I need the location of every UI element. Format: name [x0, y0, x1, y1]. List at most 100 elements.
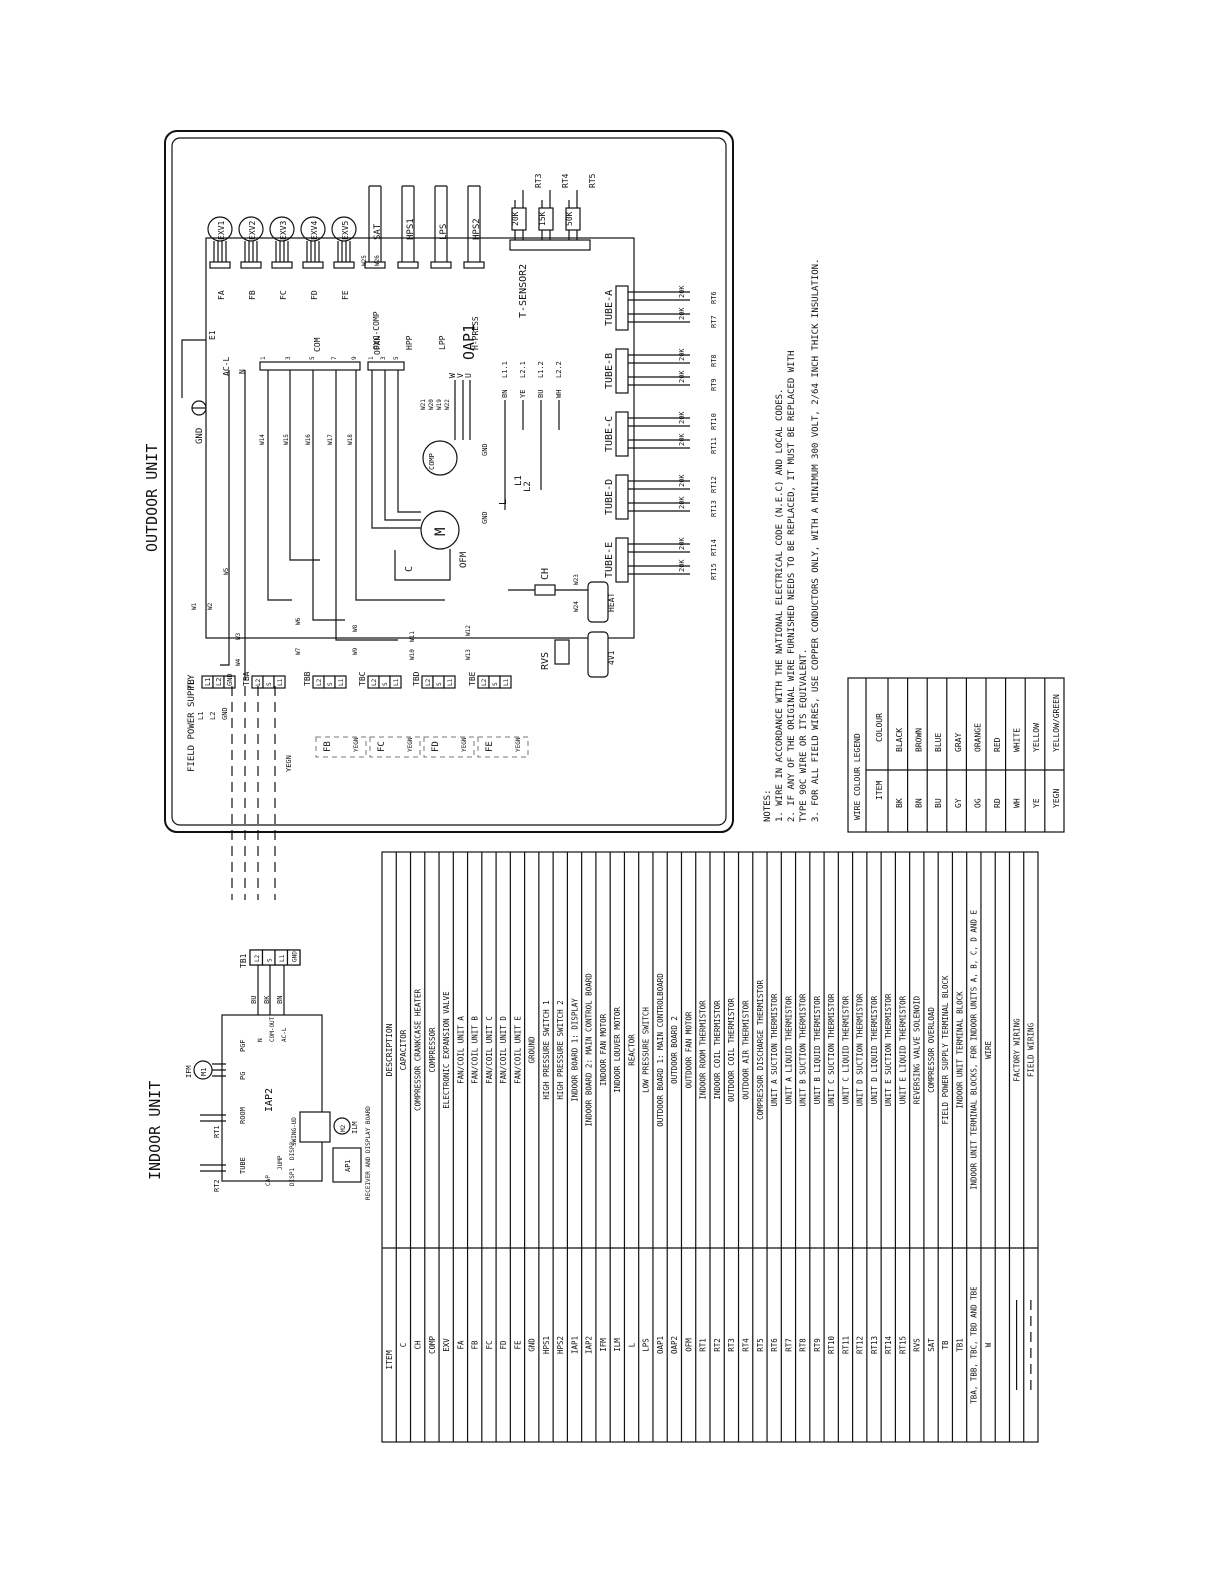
table-item-23: RT3 — [727, 1338, 736, 1352]
field-wiring-lines — [231, 686, 276, 900]
pin-number-0: 1 — [260, 356, 267, 360]
note-2b: TYPE 90C WIRE OR ITS EQUIVALENT. — [799, 649, 809, 822]
exv-connector-1 — [209, 261, 231, 269]
ifm-label: IFM — [185, 1065, 193, 1078]
table-desc-22: INDOOR COIL THERMISTOR — [713, 1000, 722, 1100]
t-sensor2-connector — [509, 239, 591, 251]
exv-connector-3 — [271, 261, 293, 269]
4v1-label: 4V1 — [607, 650, 616, 665]
tb1-term-3 — [286, 949, 301, 966]
wire-label-w13: W13 — [465, 649, 472, 660]
rt2-connector: TUBE — [239, 1157, 247, 1174]
switch-connector-3 — [463, 261, 485, 269]
table-item-20: OFM — [684, 1338, 693, 1352]
tb-tbd-term-label-0: L2 — [425, 678, 432, 686]
4v1-connector — [587, 631, 609, 678]
ofm-wire-label: W24 — [573, 601, 580, 612]
rvs-label: RVS — [540, 652, 551, 670]
switch-connector-label-3: H-PRESS — [471, 316, 480, 350]
wire-label-w3: W3 — [235, 632, 242, 640]
table-desc-29: UNIT B LIQUID THERMISTOR — [813, 995, 822, 1104]
table-item-28: RT8 — [799, 1338, 808, 1352]
pin-number-5: 1 — [368, 356, 375, 360]
table-item-15: ILM — [613, 1338, 622, 1352]
table-desc-16: REACTOR — [627, 1034, 636, 1066]
fan-coil-yegn-1: YEGN — [407, 737, 414, 752]
table-desc-28: UNIT B SUCTION THERMISTOR — [799, 993, 808, 1106]
reactor-wire-color-1: YE — [519, 390, 527, 398]
switch-label-hps1: HPS1 — [406, 218, 416, 240]
wire-label-w4: W4 — [235, 658, 242, 666]
tb-tbc-term-label-0: L2 — [371, 678, 378, 686]
pin-ac-l: AC-L — [222, 357, 231, 376]
pin-com: COM — [313, 337, 322, 352]
fan-coil-box-fc — [369, 736, 421, 758]
comp-gnd-label: GND — [481, 443, 489, 456]
tb-tbc-term-2 — [389, 675, 402, 689]
table-desc-5: FAN/COIL UNIT B — [471, 1016, 480, 1084]
table-item-24: RT4 — [742, 1338, 751, 1352]
wire-label-w2: W2 — [207, 602, 214, 610]
sensor-rt3 — [511, 207, 527, 231]
tb-tba-term-label-2: L1 — [277, 678, 284, 686]
fan-coil-label-fc: FC — [377, 741, 387, 752]
tube-rt-b-3: RT13 — [710, 500, 718, 517]
tube-label-4: TUBE-E — [604, 542, 615, 578]
switch-label-lps: LPS — [439, 224, 449, 240]
comp-pin-w: W — [448, 373, 457, 378]
table-header-item: ITEM — [385, 1350, 394, 1369]
table-desc-7: FAN/COIL UNIT D — [499, 1016, 508, 1084]
table-item-14: IFM — [599, 1338, 608, 1352]
tube-therm-val-a-0: 20K — [678, 285, 686, 298]
field-term-2: GND — [221, 707, 229, 720]
comp-wire-w19: W19 — [436, 399, 443, 410]
legend-item-8: YEGN — [1052, 789, 1061, 808]
switch-body-hps1 — [401, 185, 415, 262]
tb-label-tbb: TBB — [303, 671, 312, 686]
board-iap2 — [221, 1014, 323, 1182]
pin-number-2: 5 — [309, 356, 316, 360]
rt1-label: RT1 — [213, 1125, 221, 1138]
wire-label-w16: W16 — [305, 434, 312, 445]
table-desc-20: OUTDOOR FAN MOTOR — [684, 1011, 693, 1088]
legend-item-6: WH — [1013, 798, 1022, 808]
tube-therm-val-b-3: 20K — [678, 496, 686, 509]
wire-label-w12: W12 — [465, 625, 472, 636]
field-tb-label-2: GND — [226, 673, 234, 686]
tube-label-0: TUBE-A — [604, 290, 615, 326]
disp2-label: DISP2 — [289, 1142, 296, 1160]
legend-item-4: OG — [973, 798, 982, 808]
table-desc-44: FIELD WIRING — [1027, 1022, 1036, 1077]
tb-tbd-term-2 — [443, 675, 456, 689]
gnd-wire-e1 — [181, 339, 206, 398]
reactor-wire-color-0: BN — [501, 390, 509, 398]
t-sensor2-label: T-SENSOR2 — [518, 264, 529, 318]
table-item-40: TBA, TBB, TBC, TBD AND TBE — [970, 1286, 979, 1404]
table-desc-13: INDOOR BOARD 2: MAIN CONTROL BOARD — [585, 973, 594, 1127]
reactor-wire-color-2: BU — [537, 390, 545, 398]
tube-rt-a-4: RT14 — [710, 539, 718, 556]
fan-coil-label-fb: FB — [323, 741, 333, 752]
wire-label-w17: W17 — [327, 434, 334, 445]
ofm-wires — [371, 370, 421, 529]
table-desc-3: ELECTRONIC EXPANSION VALVE — [442, 991, 451, 1109]
table-item-31: RT11 — [841, 1336, 850, 1354]
ilm-symbol-label: M2 — [340, 1124, 347, 1132]
rvs-coil — [554, 639, 570, 665]
outdoor-unit-frame — [164, 130, 734, 833]
exv-connector-label-1: FA — [217, 290, 226, 300]
exv-label-4: EXV4 — [310, 221, 319, 240]
tube-therm-val-b-1: 20K — [678, 370, 686, 383]
tb-tbd-term-label-2: L1 — [447, 678, 454, 686]
table-item-13: IAP2 — [585, 1336, 594, 1354]
tb1-label: TB1 — [239, 953, 248, 968]
table-desc-37: COMPRESSOR OVERLOAD — [927, 1007, 936, 1093]
tb-tbb-term-label-1: S — [327, 682, 334, 686]
fan-coil-label-fe: FE — [485, 741, 495, 752]
table-item-35: RT15 — [898, 1336, 907, 1354]
ofm-m-symbol: M — [433, 528, 449, 536]
